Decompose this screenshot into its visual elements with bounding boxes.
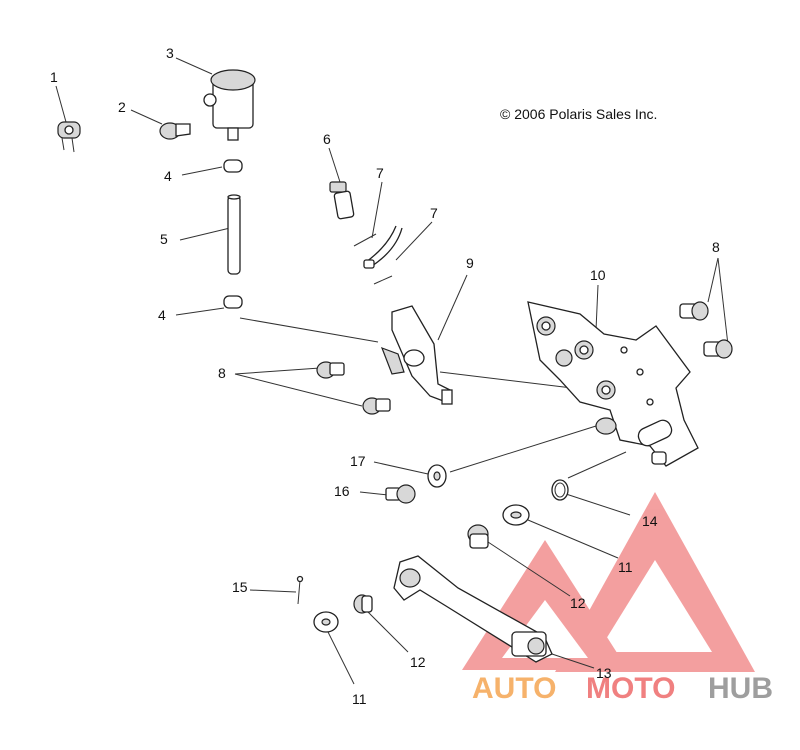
- bolt-part-c: [679, 301, 709, 321]
- callout-17: 17: [350, 453, 366, 469]
- callout-10: 10: [590, 267, 606, 283]
- watermark-part-moto: MOTO: [586, 672, 675, 705]
- callout-3: 3: [166, 45, 174, 61]
- callout-12-right: 12: [570, 595, 586, 611]
- callout-7-upper: 7: [376, 165, 384, 181]
- callout-16: 16: [334, 483, 350, 499]
- callout-8-right: 8: [712, 239, 720, 255]
- cotter-pin-part: [296, 575, 304, 605]
- callout-4-upper: 4: [164, 168, 172, 184]
- callout-labels: 1 2 3 4 4 5 6 7 7 8 8 9 10 11 11 12 12 1…: [50, 45, 720, 707]
- bolt-part-d: [703, 339, 733, 359]
- callout-13: 13: [596, 665, 612, 681]
- callout-5: 5: [160, 231, 168, 247]
- callout-11-left: 11: [352, 691, 367, 707]
- washer-part-11-lower: [313, 611, 339, 633]
- bushing-part-12-lower: [353, 594, 373, 614]
- washer-part-17: [427, 464, 447, 488]
- brake-pedal-part: [393, 555, 553, 663]
- callout-6: 6: [323, 131, 331, 147]
- bracket-part: [527, 301, 699, 467]
- callout-1: 1: [50, 69, 58, 85]
- bolt-part-16: [385, 484, 416, 504]
- master-cylinder-part: [380, 305, 453, 405]
- hose-clamp-lower: [223, 295, 243, 309]
- callout-8-left: 8: [218, 365, 226, 381]
- callout-7-lower: 7: [430, 205, 438, 221]
- watermark-part-auto: AUTO: [472, 672, 556, 705]
- callout-9: 9: [466, 255, 474, 271]
- hose-part: [227, 194, 241, 275]
- callout-14: 14: [642, 513, 658, 529]
- leader-lines: [55, 57, 729, 685]
- callout-12-left: 12: [410, 654, 426, 670]
- screw-part: [159, 122, 191, 140]
- snap-ring-part: [551, 479, 569, 501]
- callout-15: 15: [232, 579, 248, 595]
- bolt-part-a: [316, 361, 345, 379]
- pin-part: [353, 225, 403, 285]
- hose-clamp-upper: [223, 159, 243, 173]
- bolt-part-b: [362, 397, 391, 415]
- copyright-text: © 2006 Polaris Sales Inc.: [500, 106, 657, 122]
- clamp-part: [57, 121, 81, 153]
- reservoir-part: [203, 69, 256, 141]
- watermark-wordmark: AUTO MOTO HUB: [472, 672, 773, 705]
- fitting-part: [329, 181, 355, 220]
- washer-part-11-upper: [502, 504, 530, 526]
- bushing-part-12-upper: [467, 524, 489, 549]
- callout-4-lower: 4: [158, 307, 166, 323]
- callout-2: 2: [118, 99, 126, 115]
- callout-11-right: 11: [618, 559, 633, 575]
- watermark-part-hub: HUB: [708, 672, 773, 705]
